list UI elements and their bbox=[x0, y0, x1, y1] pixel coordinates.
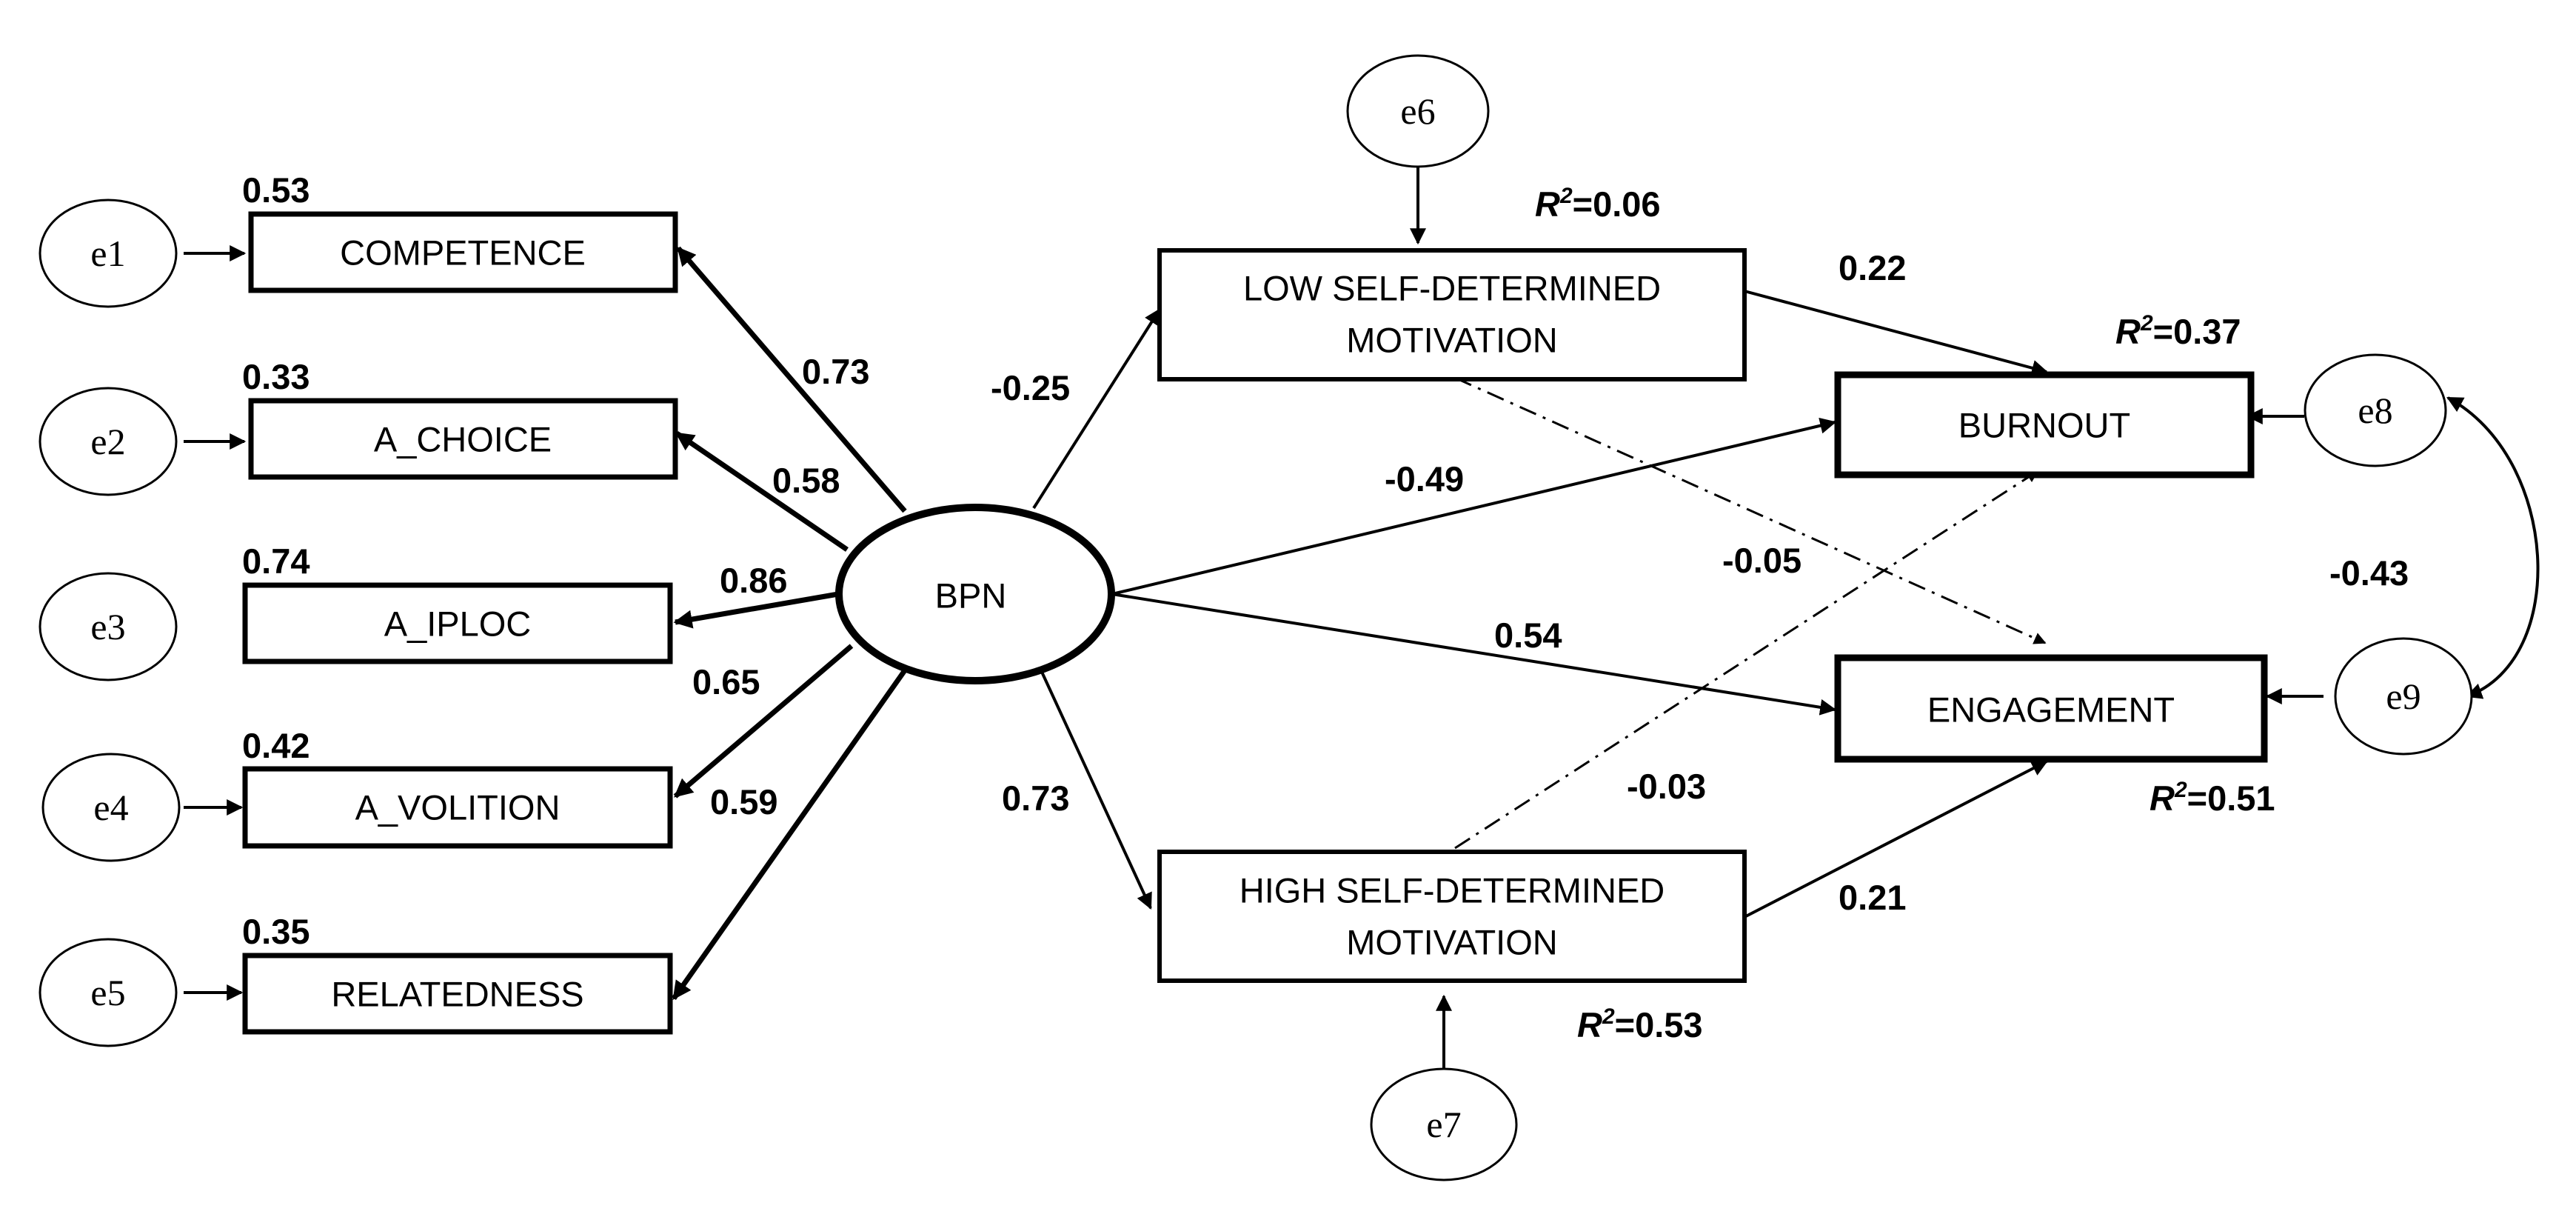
coef-high-engagement: 0.21 bbox=[1839, 878, 1906, 917]
loading-arrow-a-choice bbox=[675, 431, 849, 552]
engagement-box bbox=[1834, 654, 2268, 763]
loading-arrow-competence bbox=[676, 246, 907, 513]
e4-ellipse bbox=[41, 753, 181, 862]
coef-bpn-engagement: 0.54 bbox=[1494, 616, 1562, 655]
indicator-r2-values: 0.53 0.33 0.74 0.42 0.35 bbox=[242, 170, 310, 951]
loading-arrows bbox=[672, 246, 907, 1001]
error-arrows bbox=[184, 167, 2324, 1070]
path-arrow-bpn-engagement bbox=[1111, 593, 1837, 716]
r2-low-sdm: R2=0.06 bbox=[1535, 184, 1661, 224]
loading-arrow-relatedness bbox=[672, 668, 907, 1001]
low-sdm-label-line1: LOW SELF-DETERMINED bbox=[1243, 269, 1661, 308]
loading-a-volition: 0.65 bbox=[692, 662, 760, 701]
e4-label: e4 bbox=[93, 787, 128, 828]
e3-ellipse bbox=[39, 572, 178, 681]
burnout-label: BURNOUT bbox=[1958, 406, 2130, 445]
e8-label: e8 bbox=[2358, 390, 2392, 431]
loading-a-iploc: 0.86 bbox=[720, 561, 787, 600]
coef-low-engagement: -0.05 bbox=[1722, 541, 1801, 580]
e1-label: e1 bbox=[90, 233, 125, 274]
competence-box bbox=[248, 211, 678, 293]
e5-ellipse bbox=[39, 938, 178, 1047]
loading-relatedness: 0.59 bbox=[710, 782, 777, 821]
loading-arrow-a-iploc bbox=[673, 591, 839, 629]
bpn-ellipse bbox=[835, 504, 1115, 684]
high-sdm-box bbox=[1157, 850, 1747, 983]
e3-label: e3 bbox=[90, 606, 125, 647]
box-labels: COMPETENCE A_CHOICE A_IPLOC A_VOLITION R… bbox=[331, 233, 2175, 1014]
e1-ellipse bbox=[39, 199, 178, 308]
e2-label: e2 bbox=[90, 421, 125, 462]
high-sdm-label-line1: HIGH SELF-DETERMINED bbox=[1240, 871, 1665, 910]
path-arrow-high-burnout bbox=[1454, 470, 2039, 850]
error-terms bbox=[39, 54, 2473, 1181]
a-iploc-label: A_IPLOC bbox=[384, 604, 532, 644]
path-arrow-bpn-burnout bbox=[1111, 417, 1837, 596]
burnout-box bbox=[1834, 371, 2255, 479]
coef-e8-e9-covariance: -0.43 bbox=[2329, 553, 2409, 593]
coef-bpn-high: 0.73 bbox=[1002, 778, 1069, 818]
r2-burnout: R2=0.37 bbox=[2115, 311, 2241, 351]
loading-competence: 0.73 bbox=[802, 352, 869, 391]
e7-label: e7 bbox=[1426, 1104, 1461, 1145]
competence-label: COMPETENCE bbox=[340, 233, 586, 273]
r2-engagement: R2=0.51 bbox=[2150, 778, 2275, 818]
bpn-label: BPN bbox=[935, 576, 1007, 616]
a-choice-label: A_CHOICE bbox=[374, 420, 552, 459]
outcome-r-squared: R2=0.06 R2=0.37 R2=0.51 R2=0.53 bbox=[1535, 184, 2275, 1044]
r2-high-sdm: R2=0.53 bbox=[1577, 1004, 1703, 1044]
r2-a-volition: 0.42 bbox=[242, 726, 310, 765]
coef-high-burnout: -0.03 bbox=[1627, 767, 1706, 806]
a-choice-box bbox=[248, 398, 678, 480]
loading-values: 0.73 0.58 0.86 0.65 0.59 bbox=[692, 352, 869, 821]
e6-ellipse bbox=[1346, 54, 1490, 168]
path-arrow-high-engagement bbox=[1744, 760, 2048, 918]
e7-ellipse bbox=[1370, 1067, 1518, 1181]
a-iploc-box bbox=[242, 582, 673, 664]
error-labels: e1 e2 e3 e4 e5 e6 e7 e8 e9 bbox=[90, 90, 2421, 1145]
r2-relatedness: 0.35 bbox=[242, 912, 310, 951]
high-sdm-label-line2: MOTIVATION bbox=[1346, 923, 1557, 962]
path-arrow-bpn-low bbox=[1032, 308, 1161, 510]
loading-arrow-a-volition bbox=[673, 644, 854, 798]
e8-ellipse bbox=[2304, 353, 2447, 467]
path-arrow-low-engagement bbox=[1454, 376, 2047, 644]
path-arrow-low-burnout bbox=[1744, 290, 2049, 376]
e2-ellipse bbox=[39, 387, 178, 496]
indicator-boxes bbox=[242, 211, 678, 1035]
relatedness-label: RELATEDNESS bbox=[331, 975, 583, 1014]
a-volition-box bbox=[242, 766, 673, 849]
e6-label: e6 bbox=[1400, 90, 1435, 132]
coef-bpn-low: -0.25 bbox=[991, 368, 1070, 407]
r2-competence: 0.53 bbox=[242, 170, 310, 210]
loading-a-choice: 0.58 bbox=[772, 461, 840, 500]
e9-label: e9 bbox=[2386, 676, 2421, 717]
relatedness-box bbox=[242, 953, 673, 1035]
coef-low-burnout: 0.22 bbox=[1839, 248, 1906, 287]
a-volition-label: A_VOLITION bbox=[355, 788, 561, 827]
r2-a-iploc: 0.74 bbox=[242, 541, 310, 581]
dashed-paths bbox=[1454, 376, 2047, 850]
e5-label: e5 bbox=[90, 972, 125, 1013]
outcome-boxes bbox=[1157, 248, 2268, 983]
coef-bpn-burnout: -0.49 bbox=[1385, 459, 1464, 499]
low-sdm-box bbox=[1157, 248, 1747, 381]
low-sdm-label-line2: MOTIVATION bbox=[1346, 321, 1557, 360]
path-coefficients: -0.25 0.73 -0.49 0.54 0.22 -0.05 -0.03 0… bbox=[991, 248, 2409, 917]
path-arrow-bpn-high bbox=[1040, 670, 1152, 910]
r2-a-choice: 0.33 bbox=[242, 357, 310, 396]
covariance-arrow-e8-e9 bbox=[2446, 396, 2540, 699]
engagement-label: ENGAGEMENT bbox=[1927, 690, 2175, 730]
structural-arrows bbox=[1032, 290, 2540, 918]
e9-ellipse bbox=[2334, 637, 2473, 756]
